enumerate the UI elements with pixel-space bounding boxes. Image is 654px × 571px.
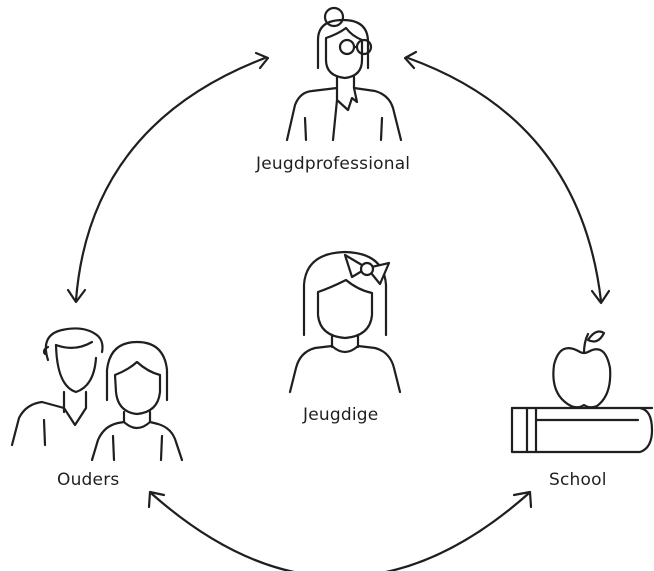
arrow-top-right	[403, 50, 611, 305]
girl-with-bow-icon	[288, 250, 402, 394]
arrow-top-left	[66, 51, 270, 304]
apple-on-book-icon	[510, 330, 654, 454]
arrow-bottom	[147, 490, 533, 571]
professional-woman-icon	[285, 6, 403, 142]
label-jeugdige: Jeugdige	[303, 405, 379, 425]
label-school: School	[549, 470, 607, 490]
parents-icon	[10, 327, 184, 462]
label-jeugdprofessional: Jeugdprofessional	[256, 154, 411, 174]
label-ouders: Ouders	[57, 470, 120, 490]
